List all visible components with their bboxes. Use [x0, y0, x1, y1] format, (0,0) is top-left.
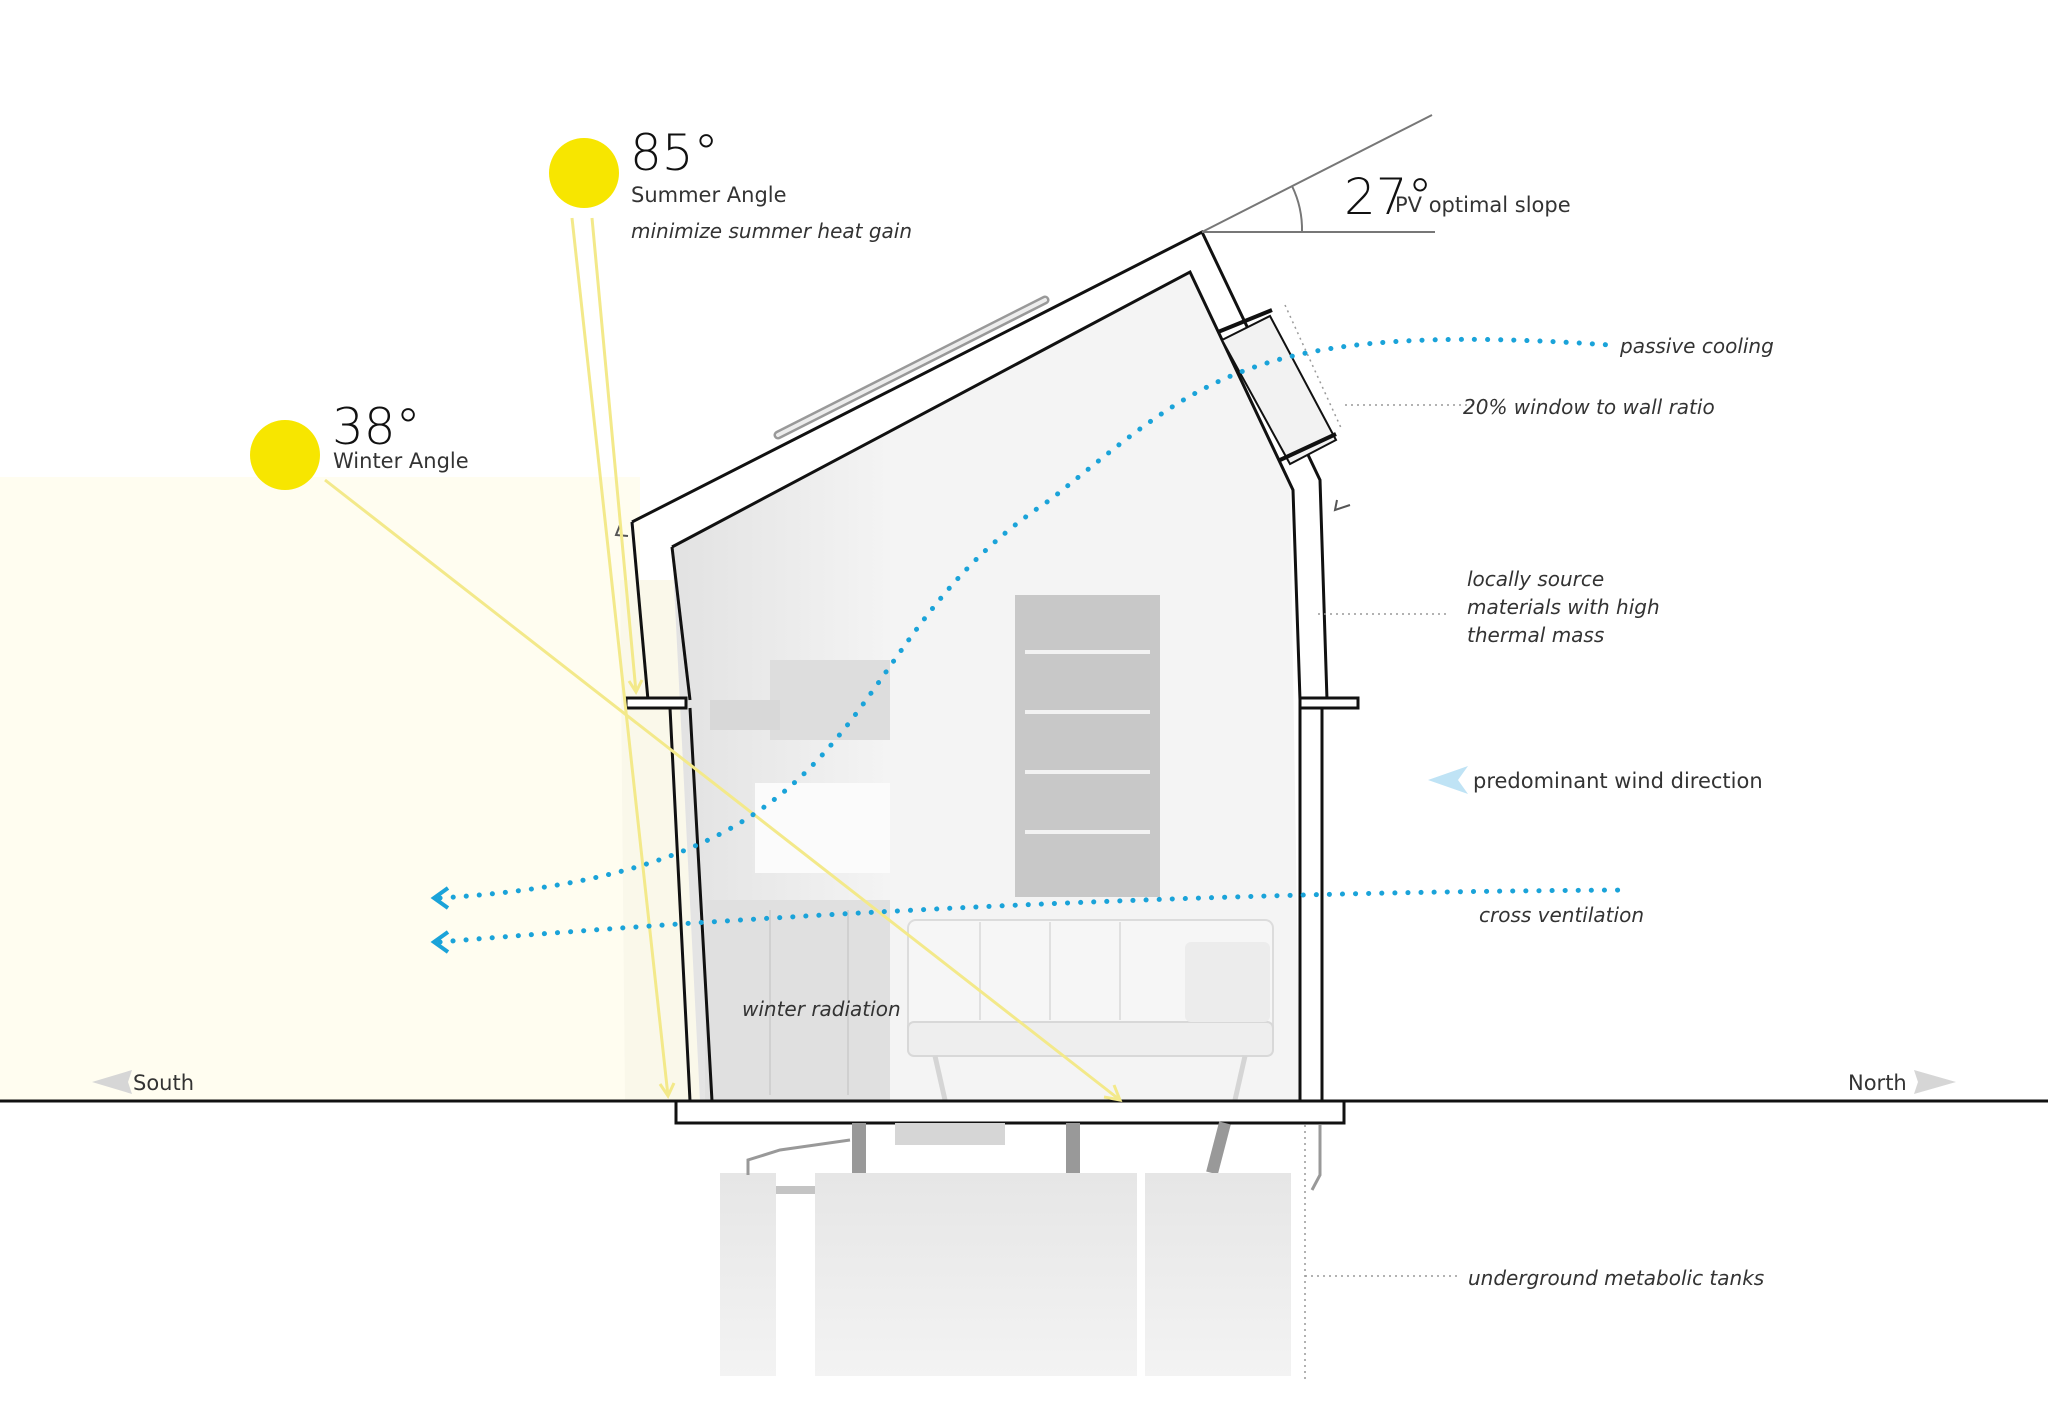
winter-radiation-label: winter radiation: [742, 997, 901, 1021]
underground-tanks: [720, 1121, 1322, 1376]
sofa: [907, 919, 1274, 1101]
wind-direction-icon: [1428, 766, 1468, 794]
leader-lines: [1284, 304, 1480, 1380]
summer-angle-label: Summer Angle: [631, 183, 787, 207]
floor-slab: [674, 1099, 1346, 1125]
summer-angle-note: minimize summer heat gain: [631, 219, 912, 243]
roof-angle-reference: [1201, 114, 1435, 233]
south-arrow-icon: [92, 1070, 132, 1094]
passive-cooling-label: passive cooling: [1619, 334, 1774, 358]
summer-sun: [549, 138, 619, 208]
cross-ventilation-label: cross ventilation: [1479, 903, 1644, 927]
winter-angle-label: Winter Angle: [333, 449, 469, 473]
winter-sun: [250, 420, 320, 490]
winter-sunlight-zone: [0, 477, 640, 1101]
underground-tanks-label: underground metabolic tanks: [1468, 1266, 1764, 1290]
window-ratio-label: 20% window to wall ratio: [1463, 395, 1715, 419]
pv-panel: [773, 295, 1050, 440]
materials-label-line2: materials with high: [1467, 595, 1660, 619]
south-label: South: [133, 1071, 194, 1095]
roof-angle-label: PV optimal slope: [1395, 193, 1571, 217]
airflow-arrowhead-upper: [430, 886, 450, 910]
summer-sun-rays: [570, 217, 676, 1100]
summer-angle-value: 85°: [630, 124, 719, 182]
airflow-arrowhead-lower: [430, 930, 450, 954]
materials-label-line3: thermal mass: [1467, 623, 1604, 647]
winter-sun-ray: [324, 478, 1123, 1102]
north-label: North: [1848, 1071, 1907, 1095]
materials-label-line1: locally source: [1467, 567, 1604, 591]
roof-angle-value: 27°: [1344, 168, 1433, 226]
north-window: [1217, 308, 1338, 466]
kitchen: [705, 660, 890, 1100]
wind-direction-label: predominant wind direction: [1473, 769, 1763, 793]
gutter-south: [614, 524, 629, 537]
north-arrow-icon: [1914, 1070, 1956, 1094]
gutter-north: [1333, 499, 1351, 512]
bookshelf: [1015, 595, 1160, 897]
winter-angle-value: 38°: [332, 398, 421, 456]
